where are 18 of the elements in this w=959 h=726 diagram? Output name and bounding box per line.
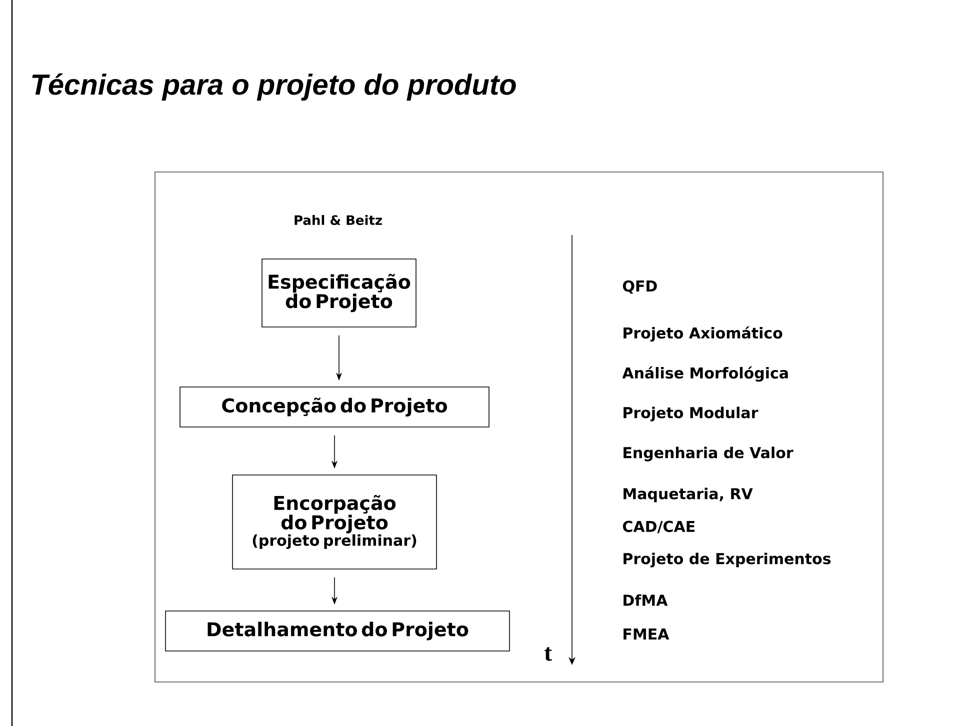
process-box: Encorpação do Projeto (projeto preliminar) (232, 474, 437, 570)
technique-label: Projeto Axiomático (624, 326, 782, 342)
technique-label: Projeto de Experimentos (624, 552, 831, 568)
technique-label: FMEA (624, 628, 670, 640)
technique-label: Maquetaria, RV (624, 488, 753, 502)
technique-label: Engenharia de Valor (624, 446, 794, 462)
panel-frame (154, 172, 884, 682)
process-box: Detalhamento do Projeto (165, 610, 510, 652)
technique-label: CAD/CAE (622, 520, 695, 534)
technique-label: DfMA (624, 594, 668, 606)
author-label: Pahl & Beitz (294, 214, 382, 226)
process-box: Especificação do Projeto (262, 258, 416, 328)
title: Técnicas para o projeto do produto (32, 73, 516, 101)
process-box: Concepção do Projeto (180, 386, 490, 428)
axis-label: t (544, 647, 552, 661)
technique-label: Análise Morfológica (622, 366, 788, 382)
technique-label: Projeto Modular (624, 406, 758, 422)
technique-label: QFD (622, 280, 657, 294)
